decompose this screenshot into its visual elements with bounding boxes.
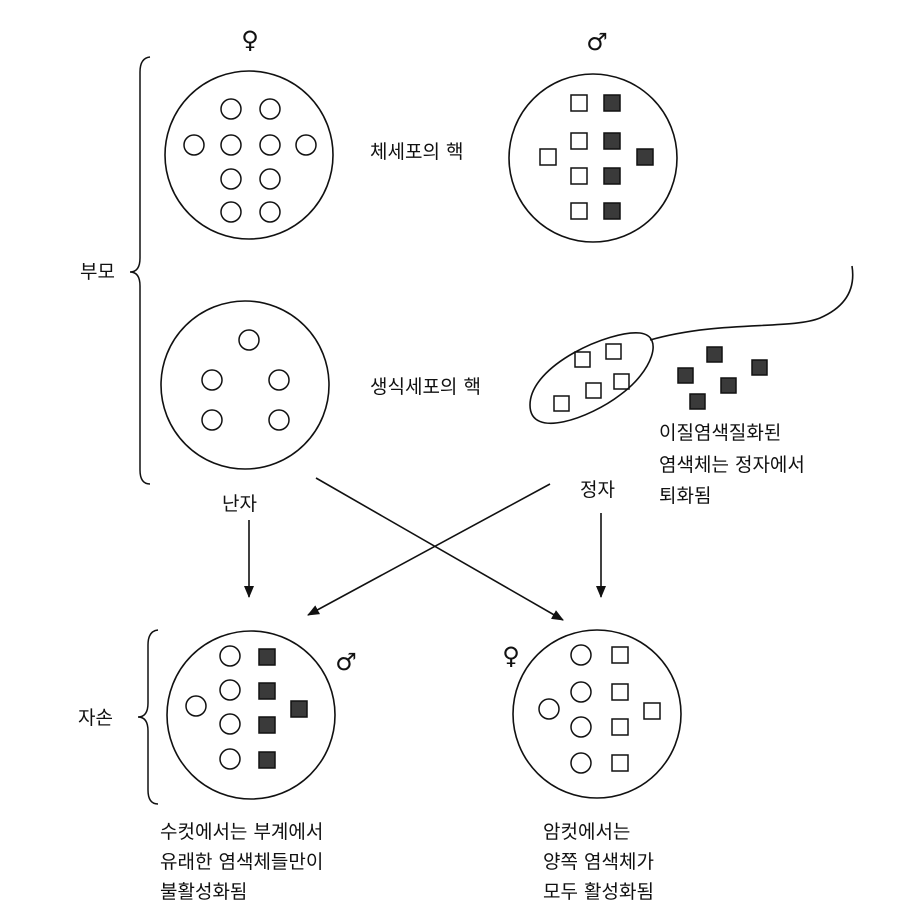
germ-nucleus-label: 생식세포의 핵 [370, 376, 481, 398]
degraded-chromosomes [677, 346, 768, 410]
maternal-chromosome [268, 369, 290, 391]
paternal-chromosome [553, 395, 570, 412]
maternal-chromosome [238, 329, 260, 351]
degraded-note-line-1: 이질염색질화된 [659, 422, 781, 444]
maternal-chromosome [259, 134, 281, 156]
maternal-chromosome [538, 698, 560, 720]
paternal-chromosome [574, 351, 591, 368]
maternal-chromosome [201, 369, 223, 391]
offspring-brace [137, 629, 159, 805]
maternal-chromosome [259, 201, 281, 223]
maternal-chromosome [220, 168, 242, 190]
paternal-somatic-nucleus [508, 73, 678, 243]
degraded-note-line-2: 염색체는 정자에서 [659, 454, 805, 476]
parents-brace [129, 56, 151, 485]
male-offspring-note-line-2: 유래한 염색체들만이 [160, 851, 323, 873]
heterochromatic-chromosome [603, 202, 621, 220]
female-offspring-note-line-2: 양쪽 염색체가 [543, 851, 654, 873]
maternal-chromosome [259, 168, 281, 190]
maternal-chromosome [219, 645, 241, 667]
heterochromatic-chromosome [706, 346, 723, 363]
maternal-chromosome [268, 409, 290, 431]
male-offspring-note-line-3: 불활성화됨 [160, 881, 247, 903]
heterochromatic-chromosome [258, 751, 276, 769]
paternal-chromosome [570, 94, 588, 112]
maternal-chromosome [220, 201, 242, 223]
paternal-chromosome [611, 718, 629, 736]
female-symbol-offspring: ♀ [502, 642, 520, 670]
male-offspring-note-line-1: 수컷에서는 부계에서 [160, 821, 323, 843]
paternal-chromosome [611, 754, 629, 772]
paternal-chromosome [611, 646, 629, 664]
arrow-egg-to-female-offspring [315, 477, 564, 621]
arrow-sperm-to-male-offspring [307, 483, 551, 616]
paternal-chromosome [585, 382, 602, 399]
maternal-chromosome [183, 134, 205, 156]
maternal-chromosome [219, 679, 241, 701]
heterochromatic-chromosome [689, 393, 706, 410]
heterochromatic-chromosome [603, 94, 621, 112]
maternal-chromosome [259, 98, 281, 120]
heterochromatic-chromosome [603, 132, 621, 150]
female-offspring-note-line-1: 암컷에서는 [543, 821, 630, 843]
paternal-chromosome [605, 343, 622, 360]
paternal-chromosome [643, 702, 661, 720]
female-symbol-parent: ♀ [241, 26, 259, 54]
maternal-chromosome [570, 752, 592, 774]
maternal-chromosome [220, 134, 242, 156]
heterochromatic-chromosome [258, 716, 276, 734]
male-symbol-offspring: ♂ [335, 648, 357, 676]
maternal-chromosome [220, 98, 242, 120]
maternal-chromosome [570, 716, 592, 738]
heterochromatic-chromosome [290, 700, 308, 718]
parents-label: 부모 [80, 261, 115, 283]
egg-label: 난자 [222, 493, 257, 515]
somatic-nucleus-label: 체세포의 핵 [370, 141, 463, 163]
maternal-somatic-nucleus [164, 70, 334, 240]
maternal-chromosome [219, 713, 241, 735]
female-offspring-nucleus [512, 629, 682, 799]
maternal-chromosome [185, 695, 207, 717]
paternal-chromosome [570, 132, 588, 150]
heterochromatic-chromosome [636, 148, 654, 166]
degraded-note-line-3: 퇴화됨 [659, 485, 711, 507]
heterochromatic-chromosome [751, 359, 768, 376]
heterochromatic-chromosome [258, 648, 276, 666]
heterochromatic-chromosome [720, 377, 737, 394]
paternal-chromosome [611, 683, 629, 701]
sperm-head [529, 332, 654, 424]
maternal-chromosome [570, 681, 592, 703]
heterochromatic-chromosome [603, 167, 621, 185]
paternal-chromosome [539, 148, 557, 166]
heterochromatic-chromosome [258, 682, 276, 700]
heterochromatic-chromosome [677, 367, 694, 384]
female-offspring-note-line-3: 모두 활성화됨 [543, 881, 654, 903]
maternal-chromosome [570, 644, 592, 666]
male-offspring-nucleus [166, 630, 336, 800]
paternal-chromosome [570, 202, 588, 220]
offspring-label: 자손 [78, 707, 113, 729]
maternal-chromosome [295, 134, 317, 156]
maternal-chromosome [201, 409, 223, 431]
sperm-tail [649, 265, 854, 341]
egg-nucleus [160, 300, 330, 470]
paternal-chromosome [613, 373, 630, 390]
maternal-chromosome [219, 748, 241, 770]
male-symbol-parent: ♂ [586, 28, 608, 56]
sperm-label: 정자 [580, 479, 615, 501]
sperm-cell [529, 265, 854, 424]
paternal-chromosome [570, 167, 588, 185]
